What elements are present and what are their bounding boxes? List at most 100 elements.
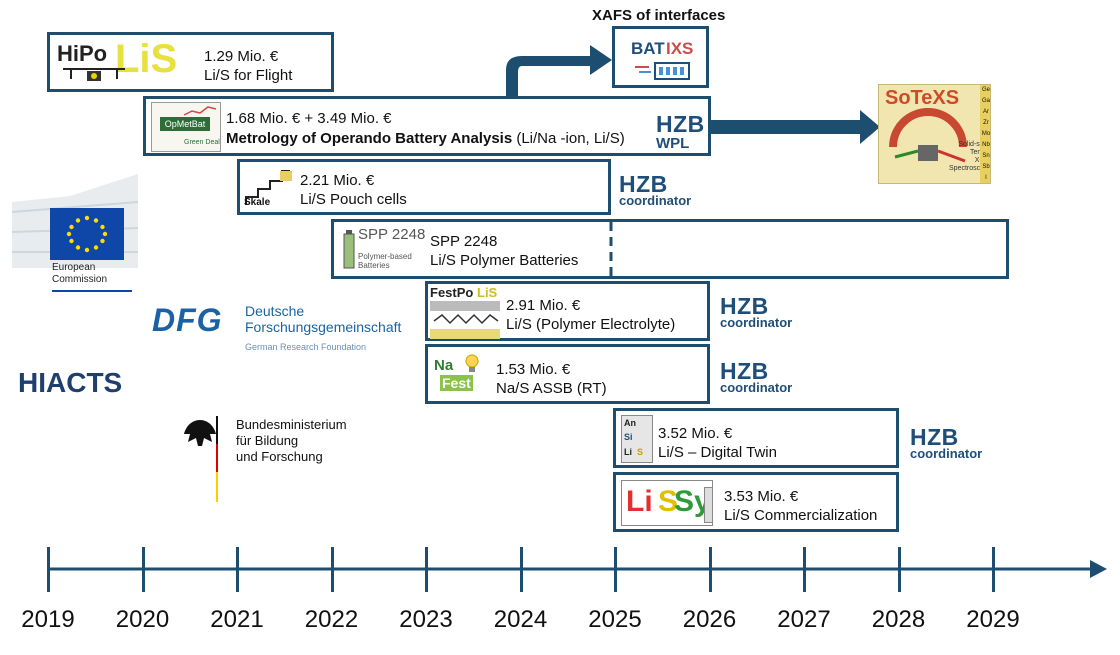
skale-logo-text: Skale — [244, 197, 271, 208]
lissy-desc: Li/S Commercialization — [724, 507, 878, 524]
battery-cell-icon — [343, 230, 355, 269]
spp-amount: SPP 2248 — [430, 233, 498, 250]
project-nafest: Na Fest 1.53 Mio. € Na/S ASSB (RT) — [425, 344, 710, 404]
timeline-tick — [614, 547, 617, 592]
hzb-label: HZB — [619, 171, 668, 197]
anasilis-logo: An Si Li S — [621, 415, 653, 463]
ec-building-icon — [11, 174, 139, 268]
anasilis-role: HZB coordinator — [910, 424, 983, 461]
year-label: 2023 — [399, 606, 453, 633]
anasilis-logo-text: An — [624, 418, 636, 428]
battery-icon — [635, 62, 690, 80]
element-symbol: Ar — [983, 109, 989, 115]
nafest-role: HZB coordinator — [720, 358, 792, 395]
anasilis-amount: 3.52 Mio. € — [658, 425, 733, 442]
project-skale: Skale 2.21 Mio. € Li/S Pouch cells — [237, 159, 611, 215]
ec-label-line: Commission — [52, 274, 108, 285]
nafest-logo-fest: Fest — [440, 375, 473, 391]
opmetbat-desc: Metrology of Operando Battery Analysis (… — [226, 129, 625, 148]
dfg-name-line: Deutsche — [245, 303, 305, 319]
hiacts-logo-hi: HI — [18, 367, 46, 398]
year-label: 2020 — [115, 606, 170, 633]
hipolis-desc: Li/S for Flight — [204, 67, 293, 84]
skale-desc: Li/S Pouch cells — [300, 191, 407, 208]
festpolis-role: HZB coordinator — [720, 295, 793, 330]
role-label: coordinator — [910, 446, 983, 461]
skale-amount: 2.21 Mio. € — [300, 172, 375, 189]
dfg-logo-mark: DFG — [152, 302, 223, 338]
year-label: 2022 — [304, 606, 359, 633]
element-column: Ge Ga Ar Zr Mo Nb Sn Sb I — [980, 85, 991, 183]
bmbf-name-line: und Forschung — [236, 449, 323, 464]
bmbf-name-line: für Bildung — [236, 433, 299, 448]
anasilis-logo-text: Li — [624, 447, 632, 457]
skale-logo: Skale — [242, 165, 294, 211]
nafest-desc: Na/S ASSB (RT) — [496, 380, 607, 397]
drone-icon — [63, 68, 125, 81]
timeline-tick — [141, 547, 145, 592]
skale-role: HZB coordinator — [619, 171, 692, 208]
hipolis-amount: 1.29 Mio. € — [204, 48, 279, 65]
spp-desc: Li/S Polymer Batteries — [430, 252, 579, 269]
year-label: 2026 — [682, 606, 737, 633]
hzb-label: HZB — [720, 358, 769, 384]
opmetbat-logo-text: OpMetBat — [160, 117, 210, 131]
hiacts-logo: HIACTS — [18, 367, 122, 399]
project-hipolis: HiPo LiS 1.29 Mio. € Li/S for Flight — [47, 32, 334, 92]
xafs-title: XAFS of interfaces — [592, 7, 726, 24]
timeline-tick — [897, 547, 901, 592]
role-label: coordinator — [619, 193, 692, 208]
opmetbat-logo-sub: Green Deal — [184, 139, 220, 146]
year-label: 2024 — [493, 606, 548, 633]
sotexs-sub-line: Spectroscopy — [949, 165, 991, 172]
hzb-label: HZB — [656, 111, 705, 137]
nafest-amount: 1.53 Mio. € — [496, 361, 571, 378]
element-symbol: Nb — [982, 142, 990, 148]
arrow-to-batixs — [506, 45, 612, 97]
spp-logo: SPP 2248 Polymer-based Batteries — [340, 226, 428, 274]
role-label: WPL — [656, 135, 690, 152]
batixs-logo-bat: BAT — [631, 39, 665, 58]
chart-icon — [183, 106, 217, 116]
sotexs-logo: SoTeXS Solid-state Tender X-ray Spectros… — [878, 84, 991, 184]
opmetbat-desc-bold: Metrology of Operando Battery Analysis — [226, 130, 513, 147]
element-symbol: Ga — [981, 98, 990, 104]
anasilis-logo-text: Si — [624, 432, 633, 442]
year-label: 2021 — [210, 606, 264, 633]
hipolis-logo-lis: LiS — [115, 39, 178, 81]
nafest-logo: Na Fest — [434, 353, 486, 395]
spp-logo-sub: Batteries — [358, 261, 390, 270]
stairs-icon — [245, 170, 292, 205]
batixs-logo-ixs: IXS — [666, 39, 694, 58]
ec-label: European Commission — [52, 262, 107, 286]
element-symbol: Sn — [982, 153, 990, 159]
element-symbol: I — [985, 175, 987, 181]
timeline-tick — [236, 547, 239, 592]
anasilis-desc: Li/S – Digital Twin — [658, 444, 777, 461]
project-lissy: Li S Sy 3.53 Mio. € Li/S Commercializati… — [613, 472, 899, 532]
year-label: 2019 — [21, 606, 75, 633]
opmetbat-desc-rest: (Li/Na -ion, Li/S) — [512, 130, 625, 147]
element-symbol: Mo — [981, 131, 991, 137]
year-label: 2027 — [777, 606, 831, 633]
hiacts-logo-acts: ACTS — [46, 367, 123, 398]
project-anasilis: An Si Li S 3.52 Mio. € Li/S – Digital Tw… — [613, 408, 899, 468]
timeline-tick — [992, 547, 995, 592]
lissy-amount: 3.53 Mio. € — [724, 488, 799, 505]
festpolis-desc: Li/S (Polymer Electrolyte) — [506, 316, 676, 333]
sotexs-sub-line: Solid-state — [958, 141, 991, 148]
year-label: 2029 — [966, 606, 1020, 633]
sotexs-title: SoTeXS — [885, 87, 960, 109]
opmetbat-logo: OpMetBat Green Deal — [151, 102, 221, 152]
bmbf-name: Bundesministerium für Bildung und Forsch… — [236, 417, 347, 465]
hzb-label: HZB — [910, 424, 959, 450]
role-label: coordinator — [720, 315, 793, 330]
timeline-tick — [519, 547, 523, 592]
timeline-tick — [425, 547, 428, 592]
timeline-tick — [330, 547, 334, 592]
year-label: 2028 — [871, 606, 926, 633]
arrow-to-sotexs — [710, 110, 880, 144]
dfg-name-line: Forschungsgemeinschaft — [245, 319, 402, 335]
dfg-subtitle: German Research Foundation — [245, 342, 367, 352]
